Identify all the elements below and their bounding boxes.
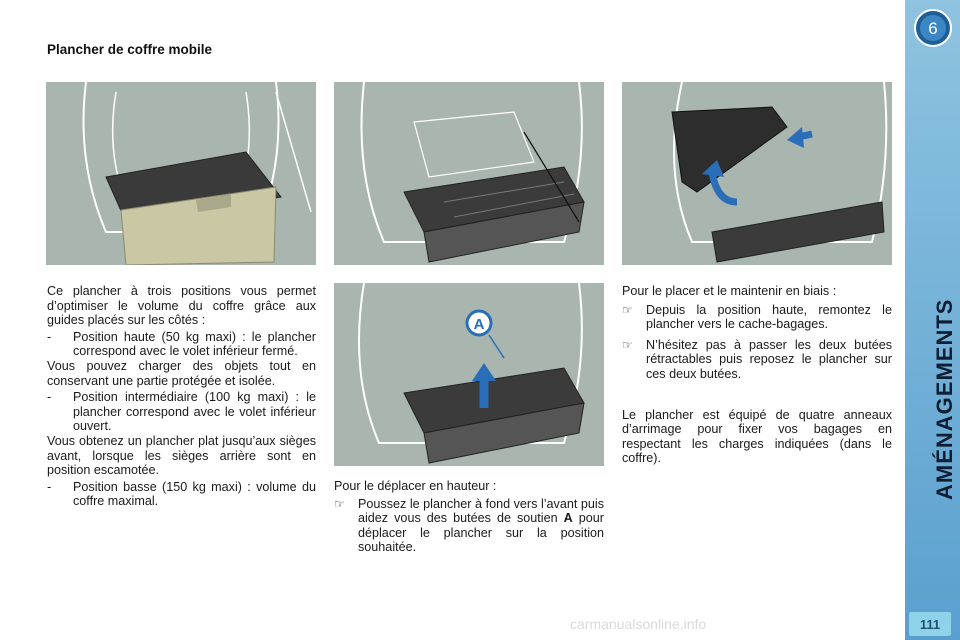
chapter-number: 6 — [928, 19, 937, 38]
page-title: Plancher de coffre mobile — [47, 42, 213, 57]
trunk-floor-tilted-illustration — [622, 82, 892, 265]
hand-pointer-icon: ☞ — [622, 302, 633, 317]
list-item: - Position haute (50 kg maxi) : le planc… — [47, 329, 316, 359]
list-item-note: Vous obtenez un plancher plat jusqu’aux … — [47, 433, 316, 478]
label-a: A — [474, 316, 485, 333]
trunk-floor-high-illustration — [46, 82, 316, 265]
column-tilt: Pour le placer et le maintenir en biais … — [622, 284, 892, 466]
list-item-note: Vous pouvez charger des objets tout en c… — [47, 358, 316, 388]
column-raise: Pour le déplacer en hauteur : ☞ Poussez … — [334, 479, 604, 555]
bullet-item: ☞ Depuis la position haute, remontez le … — [622, 302, 892, 332]
bullet-item: ☞ Poussez le plancher à fond vers l’avan… — [334, 496, 604, 555]
tilt-intro: Pour le placer et le maintenir en biais … — [622, 284, 837, 298]
anchoring-paragraph: Le plancher est équipé de quatre anneaux… — [622, 407, 892, 466]
page-number: 111 — [909, 612, 951, 636]
raise-intro: Pour le déplacer en hauteur : — [334, 479, 497, 493]
column-intro: Ce plancher à trois positions vous perme… — [47, 284, 316, 509]
bullet-item: ☞ N’hésitez pas à passer les deux butées… — [622, 337, 892, 381]
hand-pointer-icon: ☞ — [622, 337, 633, 352]
trunk-floor-raise-illustration: A — [334, 283, 604, 466]
list-item: - Position intermédiaire (100 kg maxi) :… — [47, 390, 316, 434]
trunk-floor-middle-illustration — [334, 82, 604, 265]
chapter-badge: 6 — [914, 9, 952, 47]
list-item: - Position basse (150 kg maxi) : volume … — [47, 479, 316, 509]
watermark: carmanualsonline.info — [570, 616, 707, 632]
intro-paragraph: Ce plancher à trois positions vous perme… — [47, 284, 316, 328]
hand-pointer-icon: ☞ — [334, 496, 345, 511]
section-title: AMÉNAGEMENTS — [932, 298, 957, 500]
chapter-sidebar — [905, 0, 960, 640]
